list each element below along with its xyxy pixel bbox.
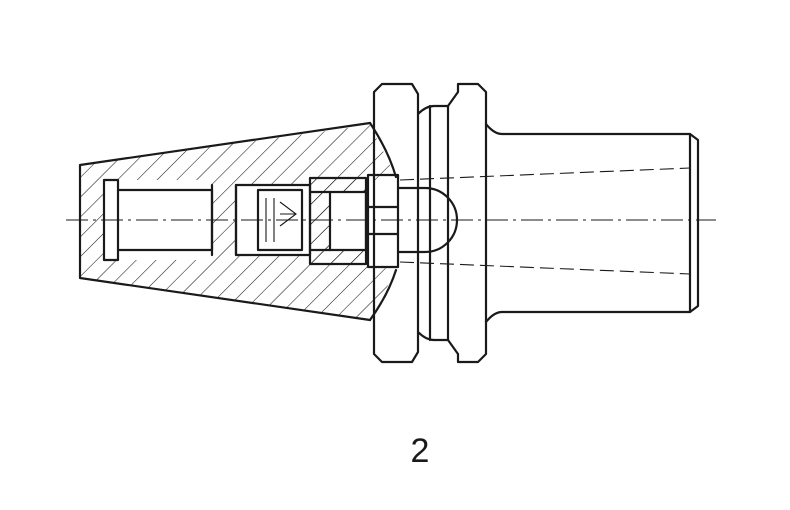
retention-ball [364,173,459,269]
shank [399,122,700,324]
taper-section [78,121,398,322]
flange [372,82,488,364]
figure-label: 2 [410,432,430,470]
